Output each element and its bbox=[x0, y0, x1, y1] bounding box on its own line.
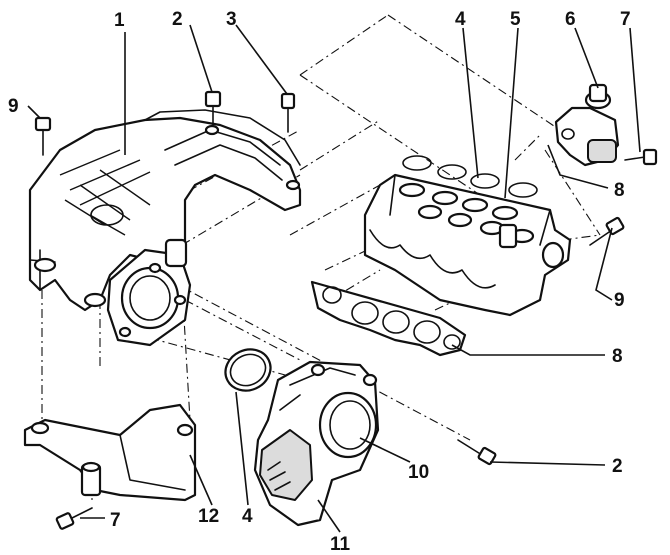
callout-6: 6 bbox=[565, 9, 576, 30]
callout-12: 12 bbox=[198, 506, 219, 527]
callout-3: 3 bbox=[226, 9, 237, 30]
o-ring-gaskets-top bbox=[402, 155, 538, 198]
bolt-2-lower bbox=[457, 439, 497, 466]
callout-5: 5 bbox=[510, 9, 521, 30]
bolt-3 bbox=[280, 92, 296, 133]
bolt-9-left bbox=[34, 116, 52, 156]
callout-1: 1 bbox=[114, 10, 125, 31]
support-bracket bbox=[23, 403, 197, 502]
o-ring-gasket-lower bbox=[224, 348, 272, 392]
callout-7-top: 7 bbox=[620, 9, 631, 30]
exhaust-flange-gasket bbox=[310, 280, 467, 357]
bolt-9-right bbox=[589, 216, 625, 246]
lower-intake-manifold bbox=[363, 173, 572, 317]
callout-2-lower: 2 bbox=[612, 456, 623, 477]
callout-4-top: 4 bbox=[455, 9, 466, 30]
bolt-7-top bbox=[624, 148, 658, 166]
bolt-7-lower bbox=[55, 507, 93, 530]
leader-lines bbox=[27, 24, 641, 533]
callout-labels: 1 2 3 4 5 6 7 8 9 9 8 2 10 12 4 7 11 bbox=[8, 9, 631, 555]
callout-10: 10 bbox=[408, 462, 429, 483]
callout-7-lower: 7 bbox=[110, 510, 121, 531]
callout-4-lower: 4 bbox=[242, 506, 253, 527]
callout-9-right: 9 bbox=[614, 290, 625, 311]
callout-9-left: 9 bbox=[8, 96, 19, 117]
egr-valve bbox=[554, 83, 620, 167]
callout-8-lower: 8 bbox=[612, 346, 623, 367]
stud-2-top bbox=[204, 90, 222, 127]
upper-intake-manifold bbox=[28, 109, 302, 347]
callout-11: 11 bbox=[330, 534, 351, 555]
callout-2-top: 2 bbox=[172, 9, 183, 30]
callout-8-upper: 8 bbox=[614, 180, 625, 201]
throttle-body bbox=[253, 360, 380, 527]
